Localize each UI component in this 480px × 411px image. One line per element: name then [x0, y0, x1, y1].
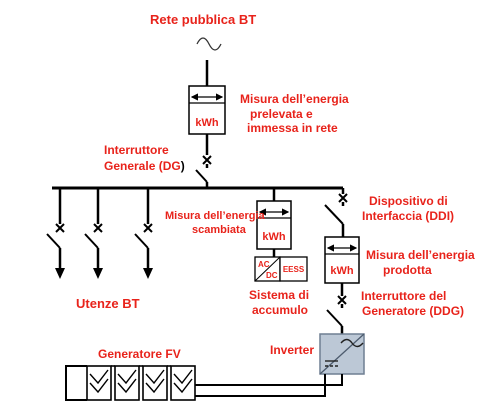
pv-module-icon — [142, 365, 168, 401]
grid-meter-label-2: prelevata e — [250, 107, 313, 121]
inverter-label: Inverter — [270, 343, 314, 357]
load-branch-2 — [84, 188, 103, 279]
grid-energy-meter: kWh — [188, 85, 226, 135]
exchange-meter-label-1: Misura dell’energia — [165, 210, 266, 222]
production-meter-label-1: Misura dell’energia — [366, 248, 475, 262]
exchange-energy-meter: kWh — [256, 200, 292, 250]
pv-module-icon — [170, 365, 196, 401]
main-circuit-breaker — [195, 155, 212, 188]
production-energy-meter: kWh — [324, 236, 360, 284]
storage-label-1: Sistema di — [249, 288, 309, 302]
grid-meter-label-1: Misura dell’energia — [240, 92, 349, 106]
grid-label: Rete pubblica BT — [150, 12, 256, 27]
grid-meter-unit: kWh — [195, 117, 219, 129]
gen-switch-label-2: Generatore (DDG) — [362, 304, 464, 318]
generator-switch-ddg — [326, 295, 347, 334]
dc-wire-top — [200, 374, 343, 386]
storage-ac-label: AC — [258, 260, 270, 269]
inverter-icon — [319, 333, 365, 375]
interface-device-ddi — [324, 193, 348, 237]
gen-switch-label-1: Interruttore del — [361, 289, 446, 303]
load-branch-1 — [46, 188, 65, 279]
production-meter-unit: kWh — [330, 265, 354, 277]
pv-module-icon — [114, 365, 140, 401]
pv-module-icon — [86, 365, 112, 401]
main-switch-label-1: Interruttore — [104, 143, 169, 157]
exchange-meter-label-2: scambiata — [192, 224, 247, 236]
production-meter-label-2: prodotta — [383, 263, 432, 277]
load-branch-3 — [134, 188, 153, 279]
storage-dc-label: DC — [266, 271, 278, 280]
storage-system-box: AC DC EESS — [254, 256, 308, 282]
svg-text:Generale (DG): Generale (DG) — [104, 159, 185, 173]
storage-eess-label: EESS — [283, 265, 305, 274]
ac-source-icon — [196, 37, 222, 51]
loads-label: Utenze BT — [76, 296, 140, 311]
storage-label-2: accumulo — [252, 303, 308, 317]
grid-meter-label-3: immessa in rete — [247, 121, 338, 135]
exchange-meter-unit: kWh — [262, 231, 286, 243]
main-switch-label-2-end: ) — [181, 159, 185, 173]
pv-generator-label: Generatore FV — [98, 347, 181, 361]
dc-wire-left — [65, 365, 87, 401]
main-switch-label-2: Generale (DG — [104, 159, 181, 173]
interface-device-label-1: Dispositivo di — [369, 194, 448, 208]
interface-device-label-2: Interfaccia (DDI) — [362, 209, 454, 223]
dc-wire-bottom — [200, 374, 326, 397]
